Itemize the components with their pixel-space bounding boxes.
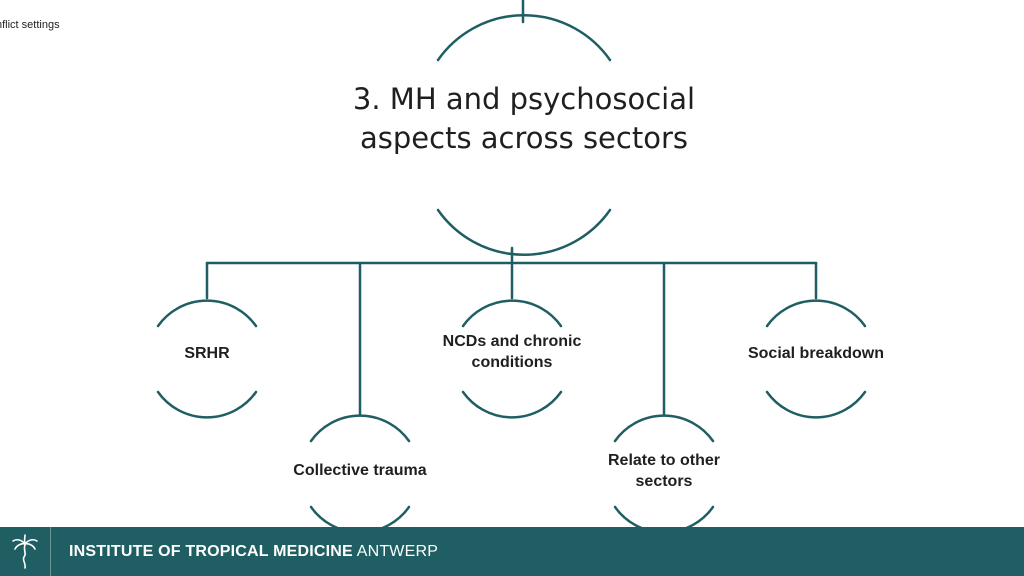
footer-org-name-regular: ANTWERP [356,542,439,560]
palm-tree-logo-icon [0,527,51,576]
main-node-bottom-arc [436,208,612,257]
node-label-srhr: SRHR [184,345,230,362]
diagram-canvas [156,0,867,527]
footer-bar: INSTITUTE OF TROPICAL MEDICINE ANTWERP [0,527,1024,576]
footer-org-name: INSTITUTE OF TROPICAL MEDICINE ANTWERP [69,543,438,561]
ncds-bottom-arc [461,390,563,419]
srhr-bottom-arc [156,390,258,419]
main-node-top-arc [436,13,612,62]
main-node-label: 3. MH and psychosocial aspects across se… [352,82,696,155]
collective-trauma-top-arc [309,414,411,443]
srhr-top-arc [156,299,258,328]
node-label-collective-trauma: Collective trauma [293,462,427,479]
node-label-ncds: NCDs and chronic conditions [442,333,582,371]
collective-trauma-bottom-arc [309,505,411,527]
page-header-fragment: nflict settings [0,19,60,31]
node-label-social: Social breakdown [747,345,885,362]
social-bottom-arc [765,390,867,419]
relate-bottom-arc [613,505,715,527]
social-top-arc [765,299,867,328]
ncds-top-arc [461,299,563,328]
relate-top-arc [613,414,715,443]
node-label-relate: Relate to other sectors [607,452,720,490]
footer-org-name-bold: INSTITUTE OF TROPICAL MEDICINE [69,542,353,560]
